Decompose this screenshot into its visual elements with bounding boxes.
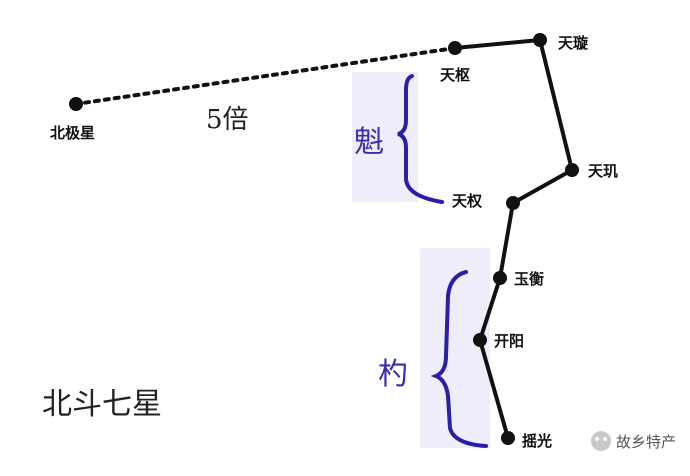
label-tianji: 天玑 <box>588 162 618 180</box>
watermark-text: 故乡特产 <box>616 433 676 451</box>
kui-label: 魁 <box>354 125 384 160</box>
label-polaris: 北极星 <box>50 124 95 142</box>
star-polaris <box>69 97 83 111</box>
star-kaiyang <box>473 333 487 347</box>
watermark-icon <box>591 431 611 451</box>
label-yaoguang: 摇光 <box>522 432 552 450</box>
diagram-title: 北斗七星 <box>42 387 162 422</box>
watermark: 故乡特产 <box>591 431 676 451</box>
star-tianji <box>565 163 579 177</box>
label-tianshu: 天枢 <box>440 66 470 84</box>
label-tianxuan: 天璇 <box>558 34 589 52</box>
pointer-line <box>74 46 457 106</box>
shao-brace <box>430 270 488 448</box>
label-yuheng: 玉衡 <box>514 270 544 288</box>
star-tianquan <box>506 196 520 210</box>
star-yuheng <box>493 271 507 285</box>
ratio-label: 5倍 <box>206 105 249 135</box>
shao-label: 杓 <box>378 357 408 392</box>
star-tianshu <box>448 41 462 55</box>
star-yaoguang <box>501 431 515 445</box>
kui-brace <box>397 74 444 204</box>
label-tianquan: 天权 <box>452 192 483 210</box>
star-tianxuan <box>533 33 547 47</box>
label-kaiyang: 开阳 <box>494 332 524 350</box>
